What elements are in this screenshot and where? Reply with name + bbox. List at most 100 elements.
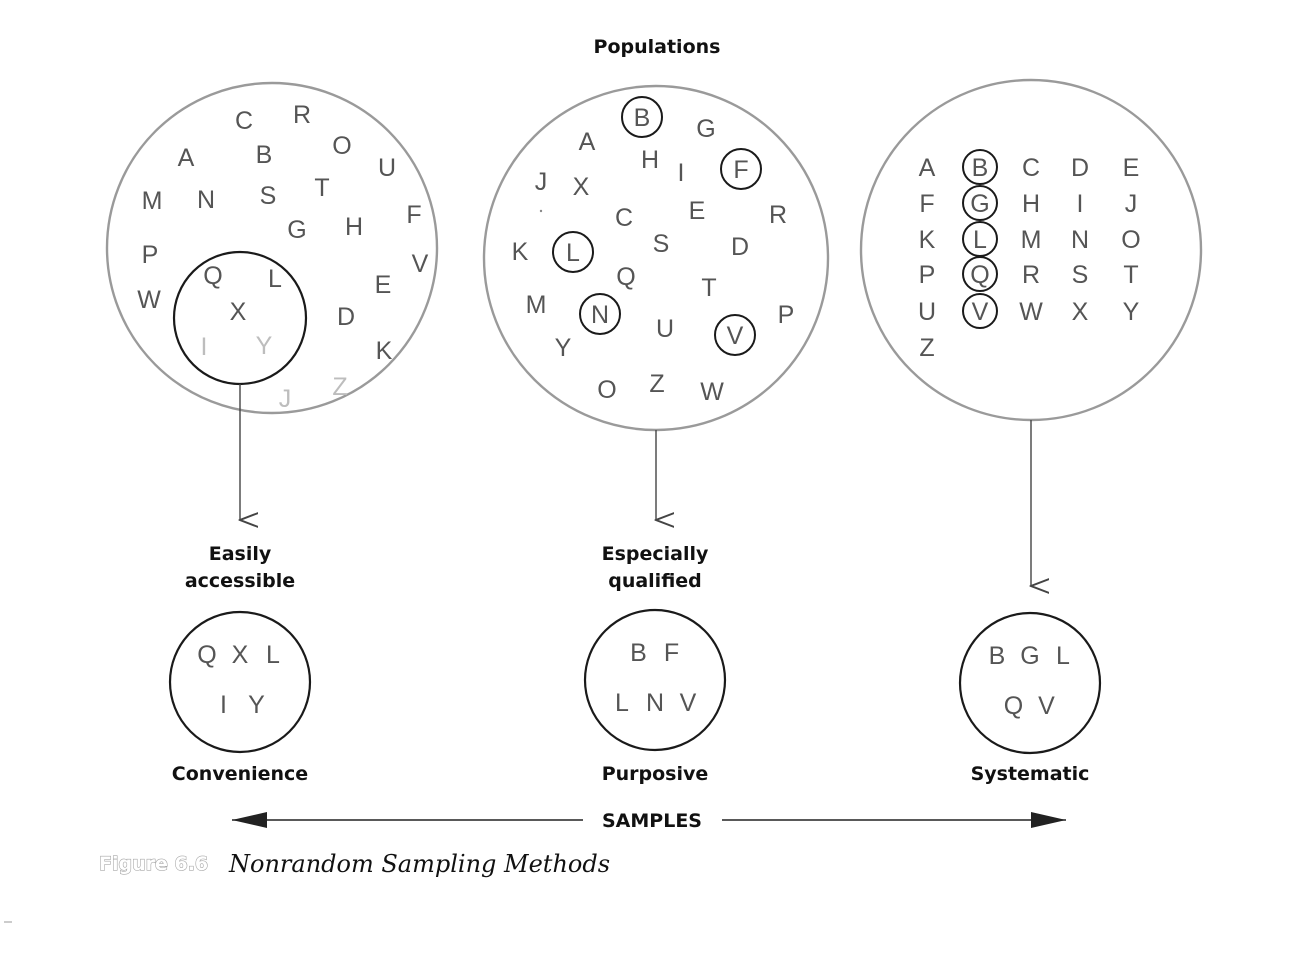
- selection-ring: [962, 185, 998, 221]
- population-letter: E: [375, 271, 392, 299]
- population-letter: C: [615, 204, 633, 232]
- population-letter: E: [1123, 154, 1140, 182]
- population-letter: D: [337, 303, 355, 331]
- population-letter: A: [919, 154, 936, 182]
- population-letter: S: [653, 230, 670, 258]
- sample-letter: L: [615, 689, 629, 717]
- population-letter: R: [1022, 261, 1040, 289]
- sample-letter: L: [1056, 642, 1070, 670]
- population-letter: H: [345, 213, 363, 241]
- population-letter: P: [778, 301, 795, 329]
- population-letter: G: [970, 190, 989, 218]
- population-letter: J: [535, 168, 548, 196]
- purposive-method-label: Purposive: [602, 763, 709, 785]
- population-letter: V: [412, 250, 429, 278]
- sample-letter: Q: [197, 641, 216, 669]
- population-letter: K: [512, 238, 529, 266]
- convenience-label-line2: accessible: [185, 570, 295, 592]
- selection-ring: [962, 256, 998, 292]
- population-letter: O: [597, 376, 616, 404]
- population-letter: T: [314, 174, 329, 202]
- systematic-sample-circle: [958, 611, 1102, 755]
- population-letter: R: [293, 101, 311, 129]
- sample-letter: V: [680, 689, 697, 717]
- population-letter: D: [731, 233, 749, 261]
- selection-ring: [720, 148, 762, 190]
- population-letter: Q: [970, 261, 989, 289]
- sample-letter: B: [630, 639, 647, 667]
- population-letter: U: [918, 298, 936, 326]
- population-letter: L: [566, 239, 580, 267]
- population-letter: Q: [203, 262, 222, 290]
- population-letter: T: [1123, 261, 1138, 289]
- population-letter: J: [1125, 190, 1138, 218]
- population-letter: F: [406, 201, 421, 229]
- population-letter: Z: [649, 370, 664, 398]
- population-letter: V: [972, 298, 989, 326]
- population-letter: D: [1071, 154, 1089, 182]
- systematic-method-label: Systematic: [971, 763, 1090, 785]
- sample-letter: Q: [1004, 692, 1023, 720]
- population-letter: B: [256, 141, 273, 169]
- population-letter: W: [1019, 298, 1043, 326]
- population-letter: I: [201, 333, 208, 361]
- population-letter: R: [769, 201, 787, 229]
- samples-label: SAMPLES: [602, 810, 702, 832]
- convenience-label-line1: Easily: [209, 543, 272, 565]
- population-letter: S: [1072, 261, 1089, 289]
- population-letter: X: [230, 298, 247, 326]
- sample-letter: I: [220, 691, 227, 719]
- population-letter: Y: [1123, 298, 1140, 326]
- population-letter: Q: [616, 263, 635, 291]
- population-letter: O: [332, 132, 351, 160]
- sample-letter: F: [664, 639, 679, 667]
- population-letter: O: [1121, 226, 1140, 254]
- sample-letter: X: [232, 641, 249, 669]
- sample-letter: V: [1038, 692, 1055, 720]
- population-letter: P: [142, 241, 159, 269]
- population-letter: U: [656, 315, 674, 343]
- population-letter: M: [1021, 226, 1042, 254]
- selection-ring: [714, 314, 756, 356]
- population-letter: W: [700, 378, 724, 406]
- convenience-sample-circle: [168, 610, 312, 754]
- population-letter: C: [235, 107, 253, 135]
- figure-title: Nonrandom Sampling Methods: [228, 850, 610, 878]
- population-letter: L: [268, 265, 282, 293]
- population-letter: Y: [555, 334, 572, 362]
- selection-ring: [621, 96, 663, 138]
- population-letter: G: [696, 115, 715, 143]
- population-letter: K: [919, 226, 936, 254]
- selection-ring: [579, 293, 621, 335]
- convenience-population-circle: [105, 81, 439, 415]
- population-letter: L: [973, 226, 987, 254]
- population-letter: N: [197, 186, 215, 214]
- population-letter: W: [137, 286, 161, 314]
- population-letter: M: [526, 291, 547, 319]
- population-letter: B: [972, 154, 989, 182]
- population-letter: I: [1077, 190, 1084, 218]
- population-letter: N: [1071, 226, 1089, 254]
- population-letter: X: [1072, 298, 1089, 326]
- population-letter: H: [1022, 190, 1040, 218]
- population-letter: N: [591, 301, 609, 329]
- population-letter: B: [634, 104, 651, 132]
- sample-letter: G: [1020, 642, 1039, 670]
- population-letter: Z: [919, 334, 934, 362]
- population-letter: I: [678, 159, 685, 187]
- population-letter: M: [142, 187, 163, 215]
- population-letter: A: [178, 144, 195, 172]
- population-letter: J: [279, 385, 292, 413]
- selection-ring: [962, 149, 998, 185]
- population-letter: P: [919, 261, 936, 289]
- selection-ring: [552, 231, 594, 273]
- purposive-label-line1: Especially: [602, 543, 709, 565]
- population-letter: X: [573, 173, 590, 201]
- population-letter: S: [260, 182, 277, 210]
- population-letter: K: [376, 337, 393, 365]
- sample-letter: L: [266, 641, 280, 669]
- population-letter: C: [1022, 154, 1040, 182]
